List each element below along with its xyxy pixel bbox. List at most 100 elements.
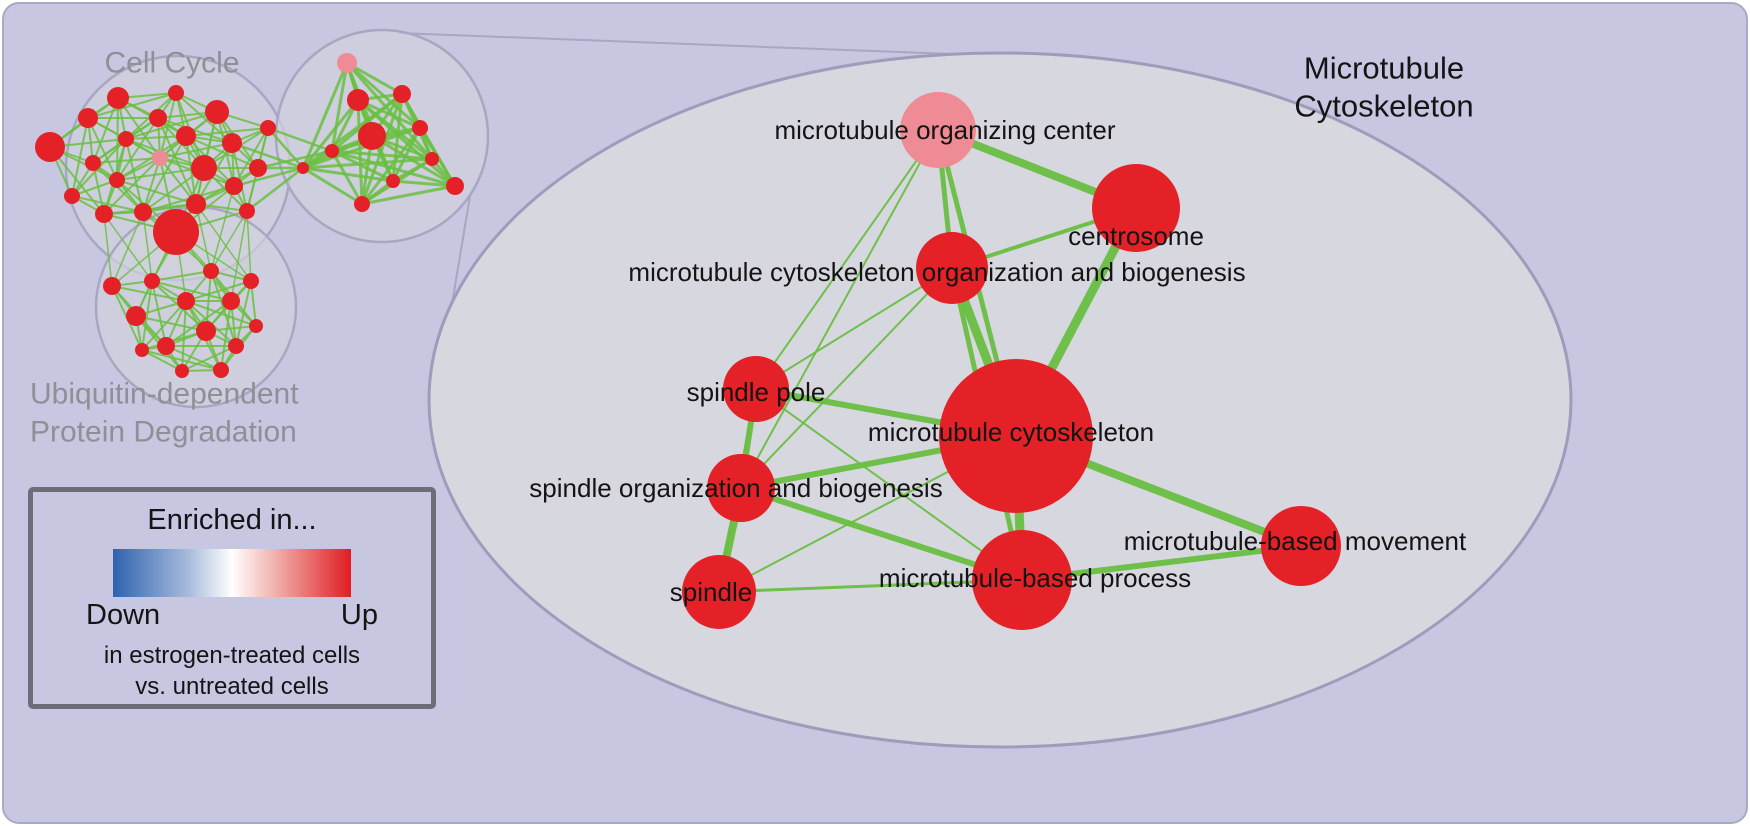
mini-node xyxy=(103,277,121,295)
mini-node xyxy=(358,122,386,150)
mini-edge xyxy=(301,62,349,169)
mini-edge xyxy=(116,117,159,181)
mini-edge xyxy=(235,280,252,347)
legend-box: Enriched in... Down Up in estrogen-treat… xyxy=(28,487,436,709)
mini-node xyxy=(354,196,370,212)
node-label-mbm: microtubule-based movement xyxy=(1124,526,1467,556)
mini-edge xyxy=(181,345,237,372)
mini-edge xyxy=(360,127,422,205)
mini-node xyxy=(225,177,243,195)
mini-edge xyxy=(302,126,421,170)
mini-node xyxy=(135,343,149,357)
mini-node xyxy=(176,126,196,146)
mini-node xyxy=(191,155,217,181)
mini-edge xyxy=(233,166,304,188)
mini-node xyxy=(107,87,129,109)
zoom-region-title-line: Microtubule xyxy=(1304,51,1464,86)
mini-edge xyxy=(87,117,118,181)
mini-edge xyxy=(165,345,222,371)
node-label-moc: microtubule organizing center xyxy=(774,115,1115,145)
node-label-mtc: microtubule cytoskeleton xyxy=(868,417,1154,447)
mini-node xyxy=(134,203,152,221)
mini-edge xyxy=(246,210,252,282)
mini-node xyxy=(203,263,219,279)
node-spindle xyxy=(682,555,756,629)
mini-edge xyxy=(142,157,161,213)
mini-edge xyxy=(330,150,364,205)
mini-edge xyxy=(141,349,183,372)
edge-mco-spindle_pole xyxy=(755,267,953,390)
mini-edge xyxy=(302,166,394,183)
mini-node xyxy=(412,120,428,136)
mini-edge xyxy=(391,127,422,182)
mini-node xyxy=(249,159,267,177)
mini-edge xyxy=(71,117,89,197)
mini-edge xyxy=(141,280,153,351)
node-label-spindle: spindle xyxy=(670,577,752,607)
mini-node xyxy=(85,155,101,171)
edge-spindle_pole-mbp xyxy=(755,388,1023,581)
mini-edge xyxy=(195,203,252,282)
mini-node xyxy=(78,108,98,128)
legend-down-label: Down xyxy=(86,599,161,631)
mini-edge xyxy=(103,213,113,287)
mini-edge xyxy=(141,300,187,351)
node-label-spindle_org: spindle organization and biogenesis xyxy=(529,473,942,503)
mini-edge xyxy=(111,285,187,302)
edge-moc-spindle_pole xyxy=(755,129,939,390)
mini-edge xyxy=(392,157,433,183)
ubiquitin-cluster-label-line: Ubiquitin-dependent xyxy=(30,378,299,411)
mini-edge xyxy=(267,127,304,169)
mini-node xyxy=(64,188,80,204)
edge-moc-spindle_org xyxy=(740,129,939,489)
mini-edge xyxy=(111,211,144,287)
mini-node xyxy=(393,85,411,103)
mini-node xyxy=(175,364,189,378)
mini-edge xyxy=(103,157,161,215)
mini-edge xyxy=(142,135,187,213)
legend-ends-row: Down Up xyxy=(86,599,378,632)
mini-node xyxy=(144,273,160,289)
mini-node xyxy=(205,100,229,124)
legend-note-line1: in estrogen-treated cells xyxy=(103,642,361,669)
mini-edge xyxy=(185,135,197,205)
mini-node xyxy=(260,120,276,136)
mini-edge xyxy=(159,92,177,159)
node-mbm xyxy=(1261,506,1341,586)
node-label-spindle_pole: spindle pole xyxy=(687,377,826,407)
mini-node xyxy=(152,150,168,166)
mini-edge xyxy=(151,280,167,347)
mini-node xyxy=(325,144,339,158)
enrichment-gradient-bar xyxy=(113,549,351,597)
mini-node xyxy=(168,85,184,101)
mini-node xyxy=(249,319,263,333)
mini-edge xyxy=(392,179,456,188)
mini-edge xyxy=(210,270,237,347)
mini-node xyxy=(297,162,309,174)
node-mtc xyxy=(939,359,1093,513)
mini-edge xyxy=(220,300,232,371)
mini-edge xyxy=(142,211,153,282)
node-label-centrosome: centrosome xyxy=(1068,221,1204,251)
legend-note-line2: vs. untreated cells xyxy=(135,673,329,701)
mini-edge xyxy=(141,349,222,371)
cell-cycle-cluster-label: Cell Cycle xyxy=(104,47,239,80)
mini-node xyxy=(347,89,369,111)
node-label-mbp: microtubule-based process xyxy=(879,563,1191,593)
mini-edge xyxy=(302,166,363,206)
mini-node xyxy=(213,362,229,378)
mini-edge xyxy=(151,280,232,302)
mini-node xyxy=(118,131,134,147)
mini-edge xyxy=(301,99,360,169)
mini-edge xyxy=(331,149,394,183)
mini-node xyxy=(157,337,175,355)
mini-node xyxy=(228,338,244,354)
node-mbp xyxy=(972,530,1072,630)
node-moc xyxy=(900,92,976,168)
mini-edge xyxy=(346,61,403,96)
zoom-region-title-line: Cytoskeleton xyxy=(1294,89,1473,124)
node-mco xyxy=(916,232,988,304)
mini-edge xyxy=(331,149,433,161)
